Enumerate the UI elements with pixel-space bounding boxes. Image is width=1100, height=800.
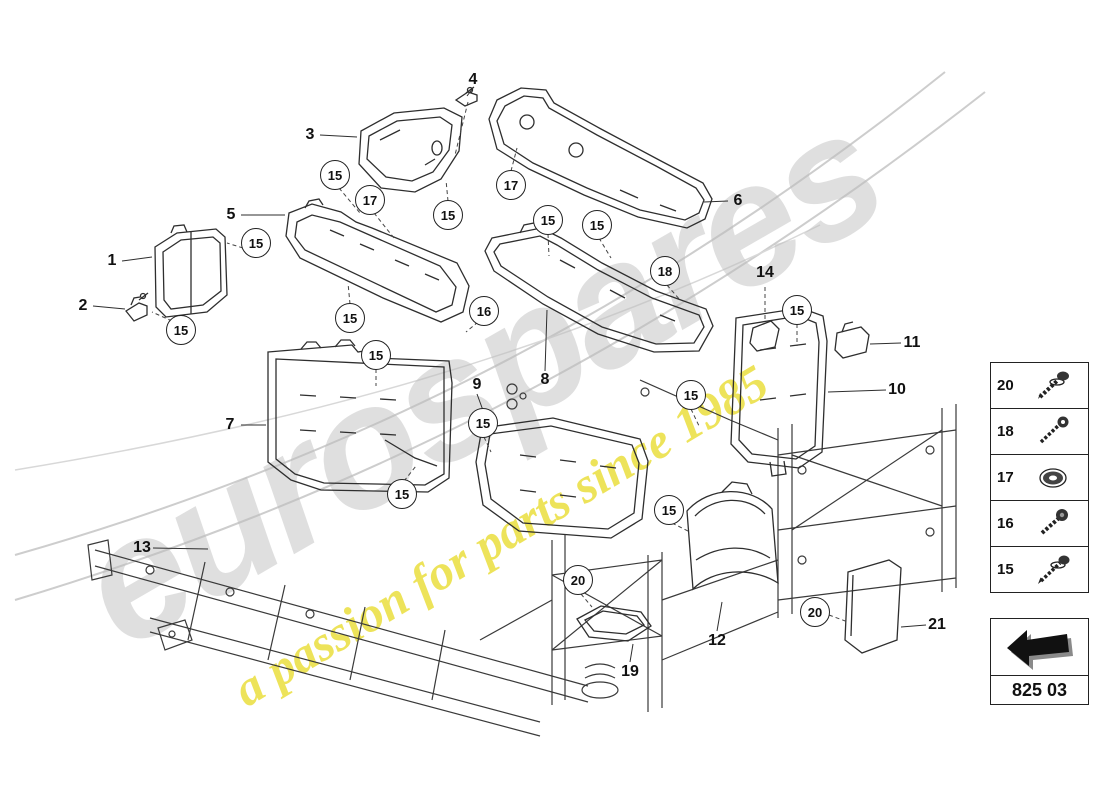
button-head-bolt-icon [1023,506,1082,542]
fastener-callout-17[interactable]: 17 [496,170,526,200]
fastener-callout-16[interactable]: 16 [469,296,499,326]
tapping-screw-icon [1023,552,1082,588]
fastener-callout-15[interactable]: 15 [166,315,196,345]
fastener-callout-15[interactable]: 15 [468,408,498,438]
fastener-callout-15[interactable]: 15 [320,160,350,190]
fastener-callout-15[interactable]: 15 [782,295,812,325]
fastener-callout-17[interactable]: 17 [355,185,385,215]
legend-row-18[interactable]: 18 [991,409,1088,455]
fastener-callout-15[interactable]: 15 [361,340,391,370]
fastener-callout-15[interactable]: 15 [582,210,612,240]
fastener-legend: 20 18 17 [990,362,1089,593]
legend-part-number: 16 [997,515,1014,532]
hex-head-screw-icon [1023,368,1082,404]
legend-row-20[interactable]: 20 [991,363,1088,409]
page-code: 825 03 [991,675,1088,704]
fastener-callout-15[interactable]: 15 [241,228,271,258]
part-label-19[interactable]: 19 [621,663,639,680]
legend-row-15[interactable]: 15 [991,547,1088,593]
fastener-callout-15[interactable]: 15 [533,205,563,235]
fastener-callout-15[interactable]: 15 [654,495,684,525]
legend-part-number: 17 [997,469,1014,486]
legend-row-17[interactable]: 17 [991,455,1088,501]
fastener-callout-15[interactable]: 15 [676,380,706,410]
legend-part-number: 18 [997,423,1014,440]
fastener-callout-15[interactable]: 15 [387,479,417,509]
fastener-callout-18[interactable]: 18 [650,256,680,286]
part-label-21[interactable]: 21 [928,616,946,633]
torx-screw-icon [1023,414,1082,450]
back-arrow-icon[interactable] [991,619,1088,675]
part-label-12[interactable]: 12 [708,632,726,649]
fastener-callout-15[interactable]: 15 [335,303,365,333]
legend-part-number: 15 [997,561,1014,578]
fastener-callout-20[interactable]: 20 [563,565,593,595]
part-19-bracket [576,605,652,642]
legend-row-16[interactable]: 16 [991,501,1088,547]
fastener-callout-20[interactable]: 20 [800,597,830,627]
page-code-box: 825 03 [990,618,1089,705]
grommet-icon [1023,460,1082,496]
legend-part-number: 20 [997,377,1014,394]
fastener-callout-15[interactable]: 15 [433,200,463,230]
